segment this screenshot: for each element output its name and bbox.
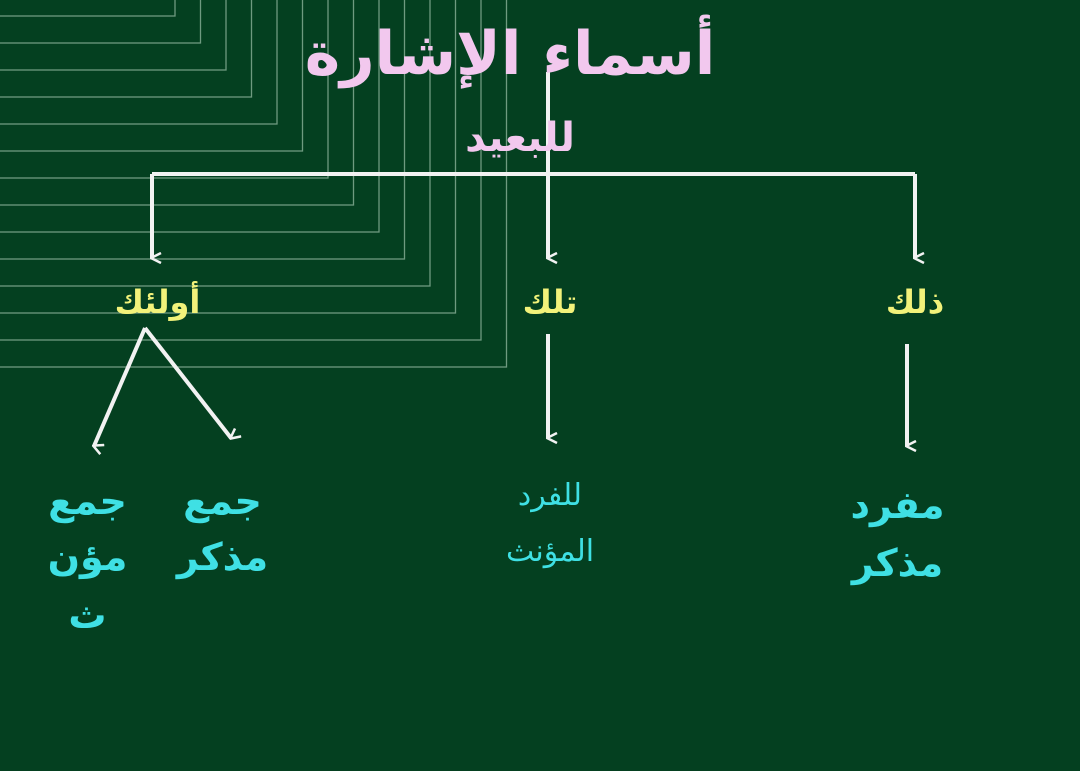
- leaf-tilka-line1: للفرد: [517, 478, 583, 513]
- leaf-ulaika-masculine-line2: مذكر: [176, 535, 269, 579]
- decorative-nested-frames: [0, 0, 508, 368]
- decor-frame: [0, 0, 278, 125]
- decor-frame: [0, 0, 431, 287]
- leaf-tilka-line2: المؤنث: [505, 534, 595, 569]
- leaf-ulaika-masculine-line1: جمع: [183, 479, 262, 523]
- decor-frame: [0, 0, 253, 98]
- decor-frame: [0, 0, 329, 179]
- diagram-subtitle: للبعيد: [465, 115, 575, 161]
- leaf-dhalika-line2: مذكر: [851, 541, 944, 585]
- leaf-ulaika-feminine-line2: مؤن: [47, 535, 128, 579]
- leaf-dhalika-line1: مفرد: [850, 483, 945, 527]
- decor-frame: [0, 0, 457, 314]
- decor-frame: [0, 0, 227, 71]
- arrow-ulaika-to-masculine: [143, 326, 231, 438]
- node-tilka: تلك: [522, 283, 578, 321]
- decor-frame: [0, 0, 482, 341]
- decor-frame: [0, 0, 176, 17]
- decor-frame: [0, 0, 202, 44]
- decor-frame: [0, 0, 508, 368]
- diagram-title: أسماء الإشارة: [304, 19, 716, 89]
- leaf-ulaika-feminine-line3: ث: [68, 593, 107, 637]
- connector-lines: [94, 72, 915, 446]
- decor-frame: [0, 0, 304, 152]
- leaf-ulaika-feminine-line1: جمع: [48, 479, 127, 523]
- decor-frame: [0, 0, 355, 206]
- decor-frame: [0, 0, 380, 233]
- decor-frame: [0, 0, 406, 260]
- node-ulaika: أولئك: [114, 283, 201, 321]
- arrow-ulaika-to-feminine: [94, 327, 147, 446]
- node-dhalika: ذلك: [885, 283, 945, 321]
